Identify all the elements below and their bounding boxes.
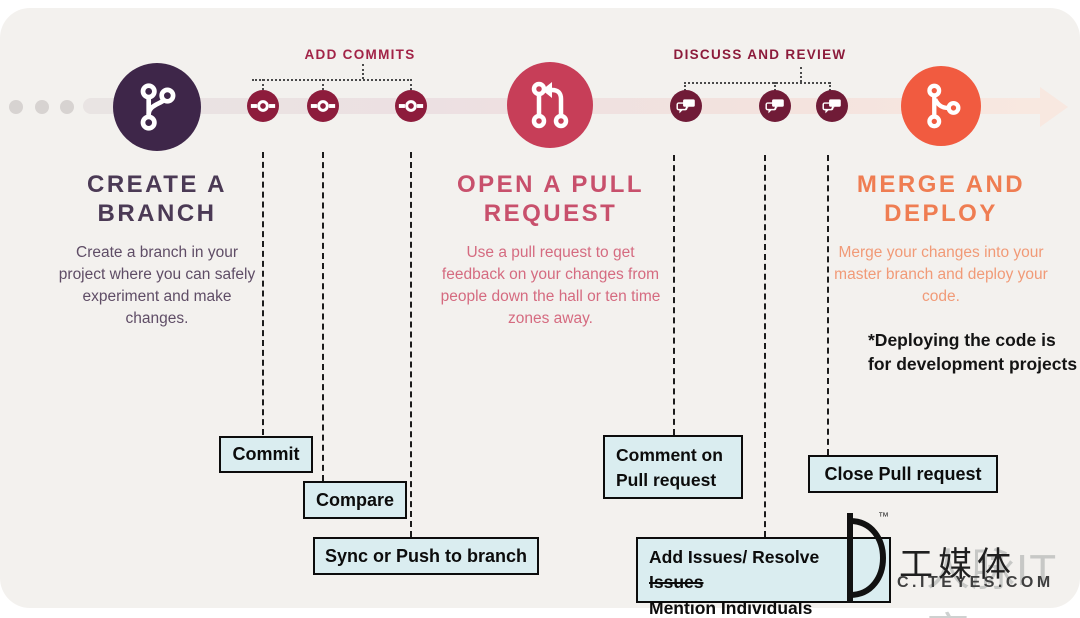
timeline-lead-dot <box>35 100 49 114</box>
stage-title-line1: MERGE AND <box>856 171 1026 198</box>
deploy-footnote-line1: *Deploying the code is <box>868 330 1056 350</box>
bracket-tick <box>800 67 802 82</box>
callout-connector <box>827 155 829 455</box>
issues-text: Add Issues/ Resolve <box>649 547 820 567</box>
stage-title-line2: BRANCH <box>97 199 217 227</box>
stage-title: CREATE A BRANCH <box>52 171 262 229</box>
stage-description: Create a branch in your project where yo… <box>58 243 256 327</box>
git-commit-icon <box>310 100 336 112</box>
git-pull-request-icon <box>531 81 569 129</box>
stage-create-branch: CREATE A BRANCH Create a branch in your … <box>52 171 262 330</box>
callout-compare: Compare <box>303 481 407 519</box>
stage-title-line2: DEPLOY <box>884 199 998 227</box>
callout-commit: Commit <box>219 436 313 473</box>
bracket-tick <box>684 82 686 91</box>
watermark-d-logo <box>842 512 894 609</box>
open-pull-request-circle <box>507 62 593 148</box>
watermark-ghost-text: 人脉IT客 <box>926 546 1058 618</box>
watermark-site: C.ITEYES.COM <box>897 574 1054 591</box>
deploy-footnote-line2: for development projects <box>868 353 1078 374</box>
issues-struck-text: Issues <box>649 572 704 593</box>
discuss-review-bracket <box>684 82 830 84</box>
git-merge-icon <box>927 83 961 129</box>
git-commit-icon <box>398 100 424 112</box>
watermark-brand: 工媒体 <box>899 546 1016 584</box>
timeline-lead-dot <box>9 100 23 114</box>
callout-issues-line2: Mention Individuals <box>649 597 813 618</box>
deploy-footnote: *Deploying the code is for development p… <box>868 329 1080 376</box>
chat-bubbles-icon <box>676 99 695 114</box>
bracket-tick <box>322 79 324 90</box>
callout-issues-line1: Add Issues/ Resolve Issues <box>649 545 878 596</box>
stage-title: OPEN A PULL REQUEST <box>438 171 663 229</box>
stage-title: MERGE AND DEPLOY <box>831 171 1051 229</box>
stage-title-line1: OPEN A PULL <box>456 171 645 198</box>
add-commits-label: ADD COMMITS <box>304 47 416 62</box>
commit-node <box>247 90 279 122</box>
bracket-tick <box>362 64 364 79</box>
create-branch-circle <box>113 63 201 151</box>
merge-deploy-circle <box>901 66 981 146</box>
review-node <box>759 90 791 122</box>
callout-connector <box>410 152 412 537</box>
bracket-tick <box>262 79 264 90</box>
arrow-right-icon <box>1040 87 1068 127</box>
d-logo-icon <box>847 513 886 603</box>
callout-connector <box>673 155 675 435</box>
stage-title-line1: CREATE A <box>87 171 227 198</box>
callout-close-pull-request: Close Pull request <box>808 455 998 493</box>
commit-node <box>395 90 427 122</box>
stage-description: Merge your changes into your master bran… <box>834 243 1048 305</box>
chat-bubbles-icon <box>765 99 784 114</box>
callout-connector <box>322 152 324 481</box>
stage-title-line2: REQUEST <box>483 199 618 227</box>
bracket-tick <box>774 82 776 91</box>
bracket-tick <box>410 79 412 90</box>
chat-bubbles-icon <box>822 99 841 114</box>
git-commit-icon <box>250 100 276 112</box>
review-node <box>670 90 702 122</box>
git-branch-icon <box>140 83 176 131</box>
timeline-lead-dot <box>60 100 74 114</box>
stage-description: Use a pull request to get feedback on yo… <box>440 243 661 327</box>
bracket-tick <box>829 82 831 91</box>
stage-open-pull-request: OPEN A PULL REQUEST Use a pull request t… <box>438 171 663 330</box>
callout-sync-push: Sync or Push to branch <box>313 537 539 575</box>
commit-node <box>307 90 339 122</box>
stage-merge-deploy: MERGE AND DEPLOY Merge your changes into… <box>831 171 1051 308</box>
add-commits-bracket <box>252 79 412 81</box>
watermark-tm: ™ <box>878 511 889 523</box>
callout-comment-pull-request: Comment on Pull request <box>603 435 743 499</box>
callout-connector <box>262 152 264 435</box>
callout-connector <box>764 155 766 537</box>
discuss-review-label: DISCUSS AND REVIEW <box>673 47 847 62</box>
review-node <box>816 90 848 122</box>
